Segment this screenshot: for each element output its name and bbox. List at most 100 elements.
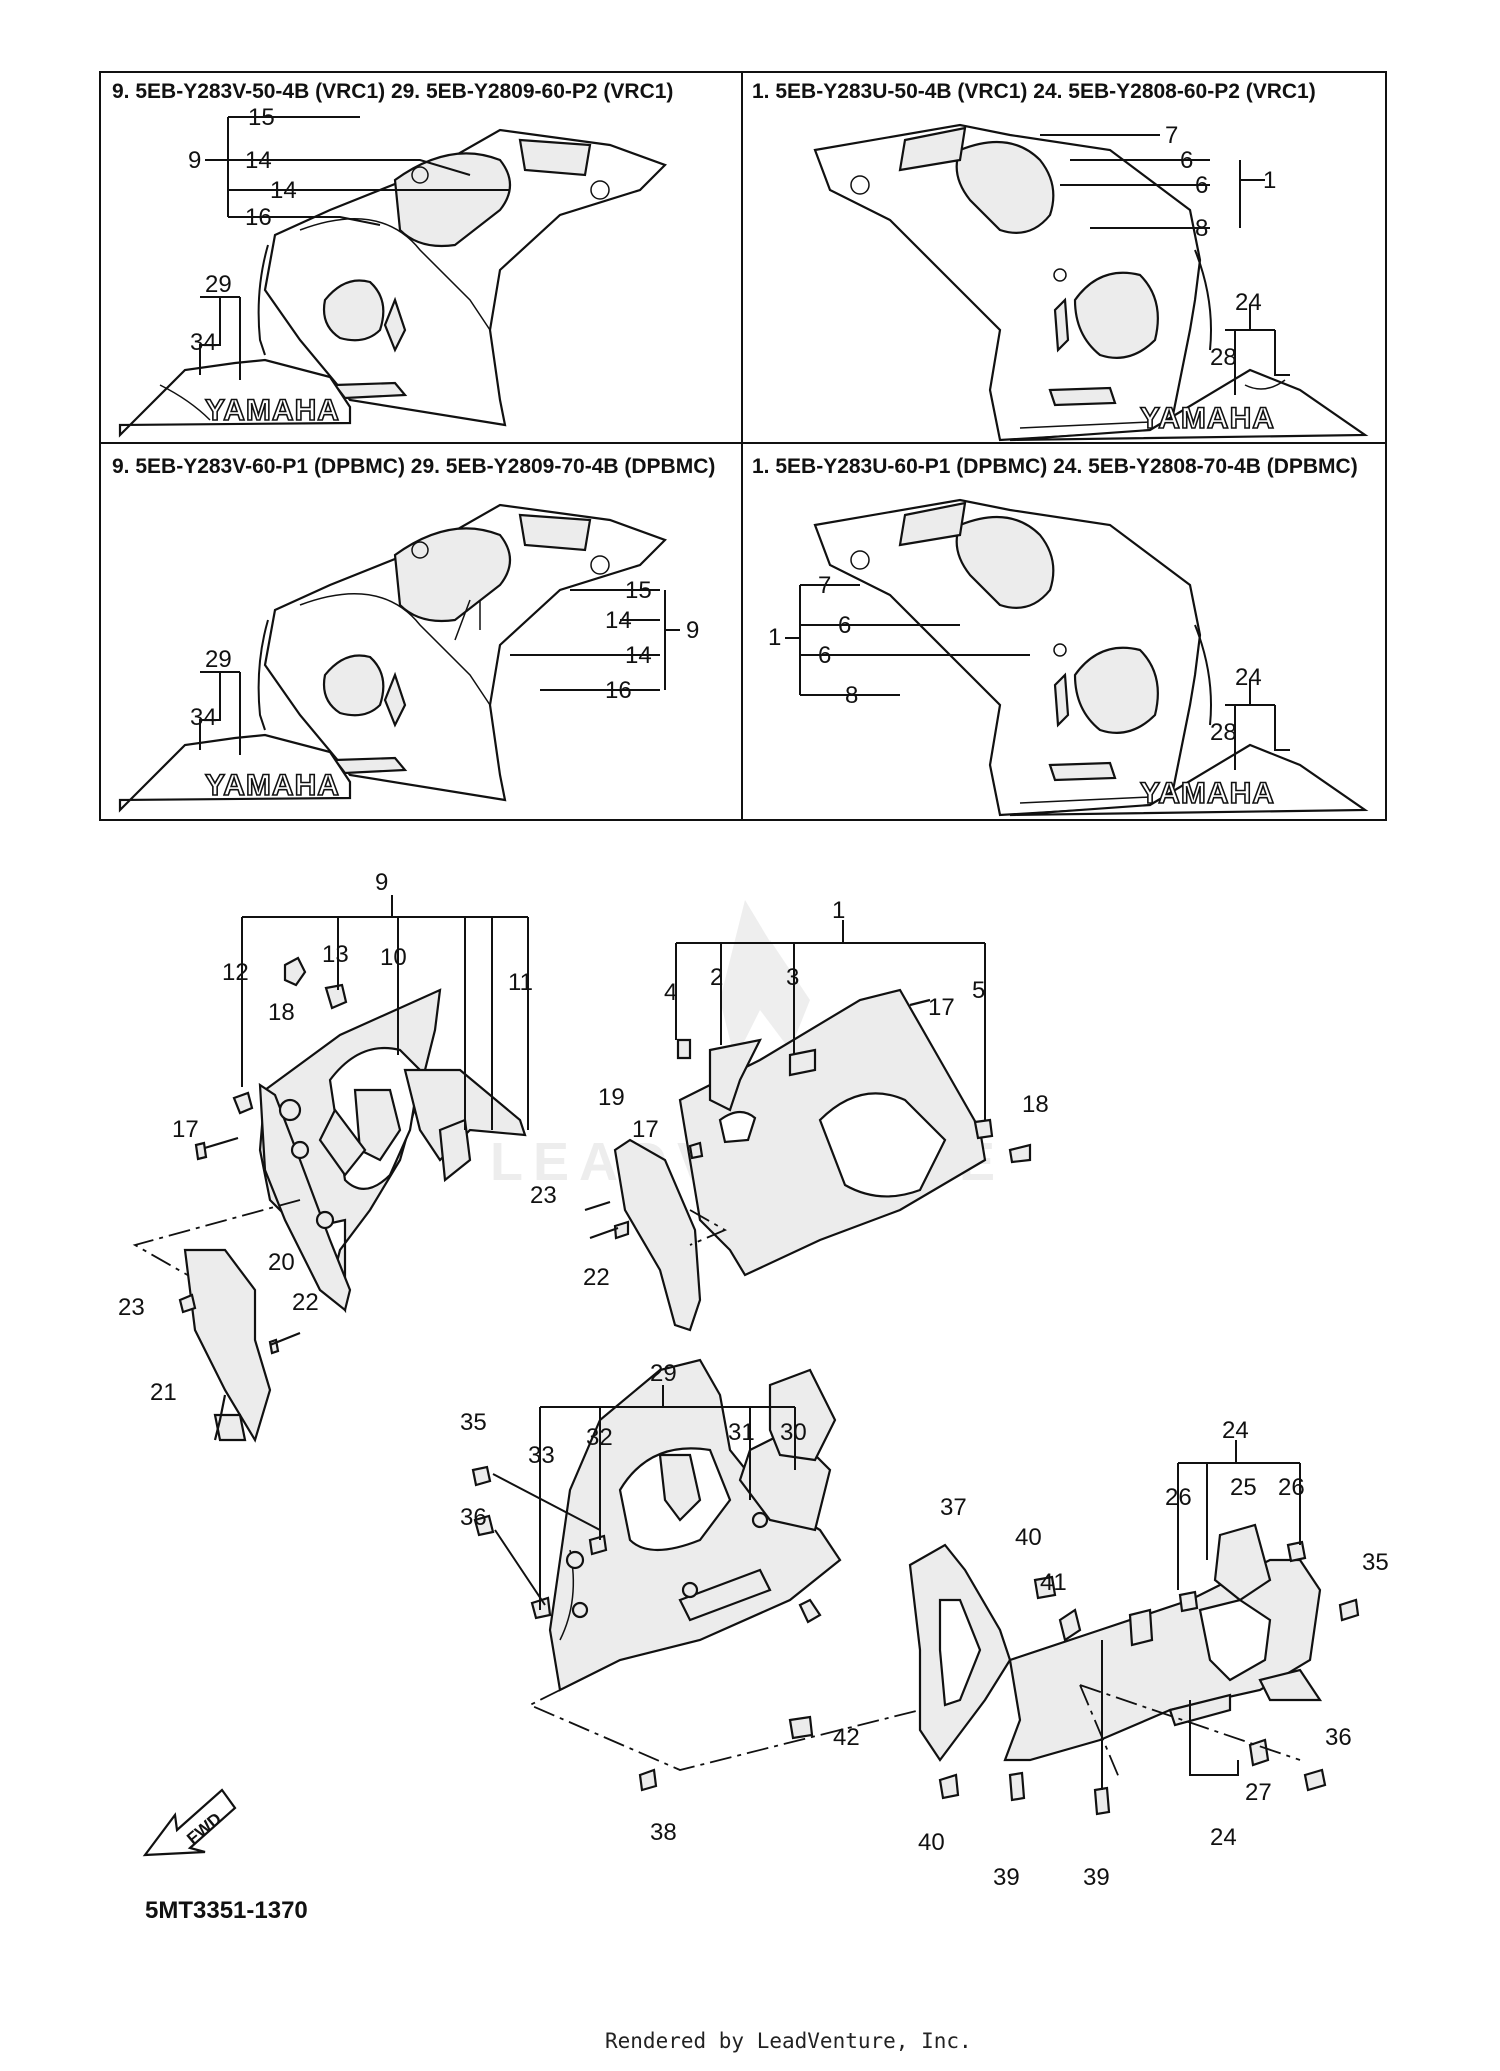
- p2-callout-7: 7: [1165, 122, 1178, 149]
- p3-callout-16: 16: [605, 677, 632, 704]
- p3-callout-15: 15: [625, 577, 652, 604]
- p1-callout-14a: 14: [245, 147, 272, 174]
- lower-right-callout-40b: 40: [918, 1829, 945, 1856]
- p3-callout-14b: 14: [625, 642, 652, 669]
- p1-callout-34: 34: [190, 329, 217, 356]
- panel1-leaders: [199, 116, 510, 380]
- left-callout-23: 23: [118, 1294, 145, 1321]
- p1-callout-15: 15: [248, 104, 275, 131]
- right-callout-1: 1: [832, 897, 845, 924]
- left-callout-13: 13: [322, 941, 349, 968]
- left-callout-12: 12: [222, 959, 249, 986]
- p1-callout-9: 9: [188, 147, 201, 174]
- p3-callout-14a: 14: [605, 607, 632, 634]
- panel4-leaders: [785, 584, 1290, 770]
- p2-callout-6a: 6: [1180, 147, 1193, 174]
- lower-right-callout-26b: 26: [1278, 1474, 1305, 1501]
- p4-callout-28: 28: [1210, 719, 1237, 746]
- lower-right-callout-24a: 24: [1222, 1417, 1249, 1444]
- panel-grid: [99, 71, 1387, 821]
- left-callout-17: 17: [172, 1116, 199, 1143]
- panel2-cowl-illustration: [813, 123, 1369, 442]
- panel1-cowl-illustration: [118, 128, 667, 438]
- lower-right-callout-24b: 24: [1210, 1824, 1237, 1851]
- lower-left-callout-36: 36: [460, 1504, 487, 1531]
- panel3-header: 9. 5EB-Y283V-60-P1 (DPBMC) 29. 5EB-Y2809…: [112, 455, 715, 478]
- p3-callout-29: 29: [205, 646, 232, 673]
- panel1-yamaha-logo: YAMAHA: [205, 394, 340, 427]
- left-callout-22: 22: [292, 1289, 319, 1316]
- p4-callout-24: 24: [1235, 664, 1262, 691]
- lower-right-leaders: [1177, 1440, 1301, 1776]
- panel2-leaders: [1040, 134, 1290, 395]
- lower-right-callout-35: 35: [1362, 1549, 1389, 1576]
- lower-left-callout-31: 31: [728, 1419, 755, 1446]
- right-callout-17b: 17: [632, 1116, 659, 1143]
- left-callout-20: 20: [268, 1249, 295, 1276]
- panel4-cowl-illustration: [813, 498, 1369, 817]
- p3-callout-34: 34: [190, 704, 217, 731]
- right-callout-23: 23: [530, 1182, 557, 1209]
- diagram-code: 5MT3351-1370: [145, 1897, 308, 1924]
- left-assy-leaders: [241, 895, 529, 1130]
- footer-credit: Rendered by LeadVenture, Inc.: [605, 2029, 972, 2053]
- lower-right-callout-39a: 39: [993, 1864, 1020, 1891]
- watermark-logo: [720, 900, 810, 1060]
- lower-left-callout-42: 42: [833, 1724, 860, 1751]
- lower-left-callout-38: 38: [650, 1819, 677, 1846]
- right-callout-22: 22: [583, 1264, 610, 1291]
- p1-callout-14b: 14: [270, 177, 297, 204]
- p2-callout-24: 24: [1235, 289, 1262, 316]
- p2-callout-28: 28: [1210, 344, 1237, 371]
- fwd-arrow-icon: [142, 1788, 237, 1857]
- p1-callout-29: 29: [205, 271, 232, 298]
- left-callout-9: 9: [375, 869, 388, 896]
- lower-left-callout-35: 35: [460, 1409, 487, 1436]
- panel3-yamaha-logo: YAMAHA: [205, 769, 340, 802]
- p4-callout-7: 7: [818, 572, 831, 599]
- p2-callout-8: 8: [1195, 215, 1208, 242]
- p2-callout-6b: 6: [1195, 172, 1208, 199]
- lower-right-callout-37: 37: [940, 1494, 967, 1521]
- panel4-yamaha-logo: YAMAHA: [1140, 777, 1275, 810]
- lower-right-callout-40a: 40: [1015, 1524, 1042, 1551]
- lower-right-callout-27: 27: [1245, 1779, 1272, 1806]
- right-callout-3: 3: [786, 964, 799, 991]
- lower-right-callout-26a: 26: [1165, 1484, 1192, 1511]
- panel3-cowl-illustration: [118, 503, 667, 813]
- p3-callout-9: 9: [686, 617, 699, 644]
- lower-left-callout-30: 30: [780, 1419, 807, 1446]
- panel1-header: 9. 5EB-Y283V-50-4B (VRC1) 29. 5EB-Y2809-…: [112, 80, 673, 103]
- right-callout-19: 19: [598, 1084, 625, 1111]
- left-callout-21: 21: [150, 1379, 177, 1406]
- lower-right-callout-25: 25: [1230, 1474, 1257, 1501]
- panel4-header: 1. 5EB-Y283U-60-P1 (DPBMC) 24. 5EB-Y2808…: [752, 455, 1358, 478]
- lower-right-callout-36: 36: [1325, 1724, 1352, 1751]
- p4-callout-6a: 6: [838, 612, 851, 639]
- right-callout-18: 18: [1022, 1091, 1049, 1118]
- lower-right-cowl-assembly: [908, 1523, 1360, 1816]
- left-callout-18: 18: [268, 999, 295, 1026]
- lower-left-callout-29: 29: [650, 1360, 677, 1387]
- left-callout-11: 11: [508, 969, 533, 996]
- right-upper-cowl-assembly: [584, 988, 1032, 1332]
- lower-left-cowl-assembly: [471, 1358, 921, 1792]
- panel2-header: 1. 5EB-Y283U-50-4B (VRC1) 24. 5EB-Y2808-…: [752, 80, 1316, 103]
- right-callout-4: 4: [664, 979, 677, 1006]
- left-upper-cowl-assembly: [132, 956, 527, 1443]
- lower-right-callout-39b: 39: [1083, 1864, 1110, 1891]
- lower-left-callout-32: 32: [586, 1424, 613, 1451]
- lower-right-callout-41: 41: [1040, 1569, 1067, 1596]
- left-callout-10: 10: [380, 944, 407, 971]
- p4-callout-8: 8: [845, 682, 858, 709]
- p1-callout-16: 16: [245, 204, 272, 231]
- panel3-leaders: [199, 589, 680, 755]
- lower-left-leaders: [539, 1385, 796, 1610]
- right-callout-5: 5: [972, 977, 985, 1004]
- p2-callout-1: 1: [1263, 167, 1276, 194]
- panel2-yamaha-logo: YAMAHA: [1140, 402, 1275, 435]
- p4-callout-1: 1: [768, 624, 781, 651]
- right-callout-17a: 17: [928, 994, 955, 1021]
- p4-callout-6b: 6: [818, 642, 831, 669]
